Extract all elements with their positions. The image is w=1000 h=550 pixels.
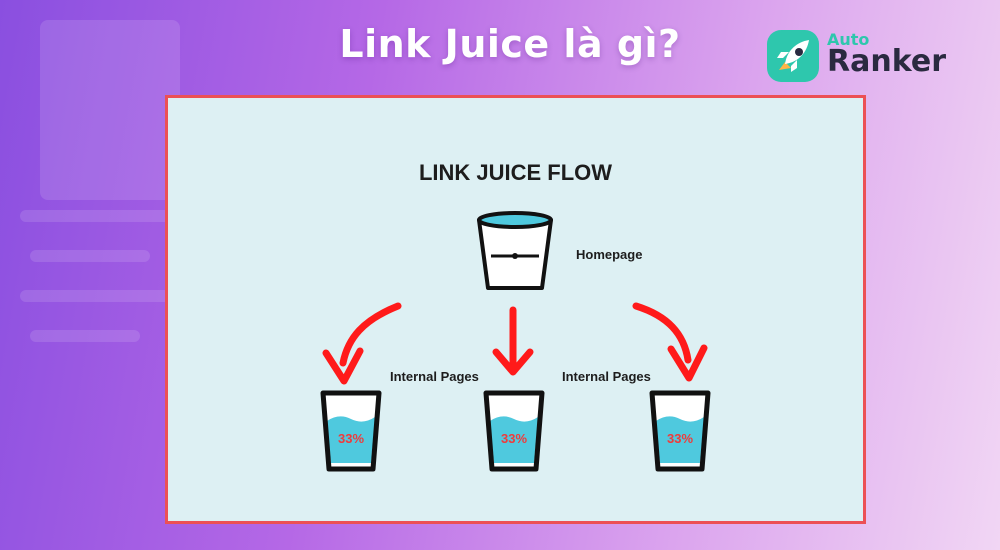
link-juice-diagram (168, 211, 863, 521)
brand-logo[interactable]: Auto Ranker (765, 28, 965, 88)
glass-percent: 33% (337, 431, 365, 446)
glass-percent: 33% (666, 431, 694, 446)
homepage-label: Homepage (576, 247, 643, 262)
curved-arrow-icon (632, 302, 708, 382)
page-title: Link Juice là gì? (339, 22, 681, 66)
diagram-frame: LINK JUICE FLOW Homepage Internal Pages … (165, 95, 866, 524)
internal-pages-label: Internal Pages (562, 369, 651, 384)
brand-name-text: Ranker (827, 44, 946, 79)
internal-pages-label: Internal Pages (390, 369, 479, 384)
brand-auto-text: Auto (827, 30, 870, 49)
down-arrow-icon (492, 306, 534, 376)
bucket-icon (477, 211, 553, 290)
rocket-icon (767, 30, 819, 82)
glass-percent: 33% (500, 431, 528, 446)
diagram-title: LINK JUICE FLOW (418, 160, 613, 185)
curved-arrow-icon (322, 302, 402, 385)
